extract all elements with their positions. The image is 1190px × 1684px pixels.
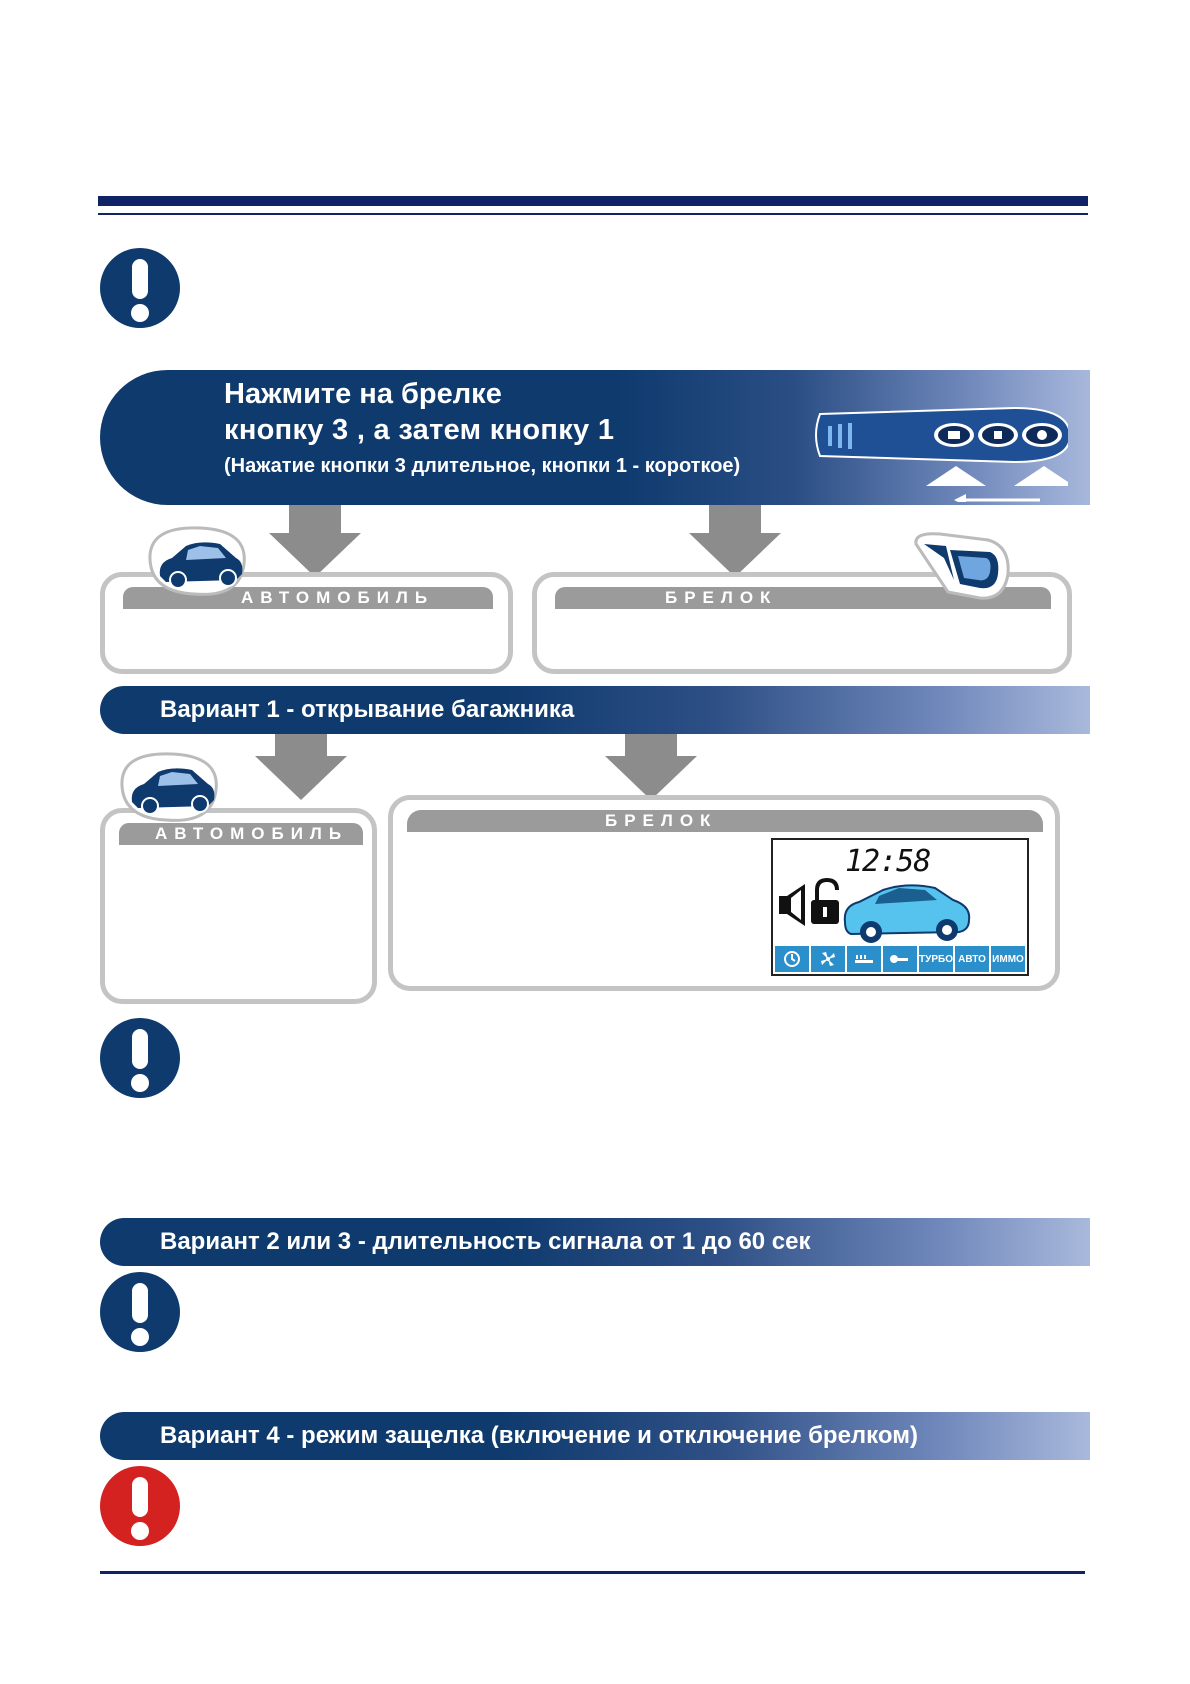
lcd-strip-immo: ИММО: [991, 946, 1025, 972]
fob-button-2-icon: [978, 423, 1018, 447]
key-fob-illustration: [815, 406, 1068, 502]
variant-2-3-header: Вариант 2 или 3 - длительность сигнала о…: [100, 1218, 1090, 1266]
warning-icon: [100, 1018, 180, 1098]
lcd-status-strip: ТУРБО АВТО ИММО: [775, 946, 1025, 972]
fob-button-1-icon: [934, 423, 974, 447]
car-icon: [843, 884, 971, 943]
variant-1-car-label: АВТОМОБИЛЬ: [119, 823, 363, 845]
siren-icon: [779, 884, 805, 926]
lcd-strip-auto: АВТО: [955, 946, 989, 972]
warning-icon: [100, 248, 180, 328]
variant-2-3-title: Вариант 2 или 3 - длительность сигнала о…: [160, 1228, 811, 1255]
fob-lcd-display: 12:58: [771, 838, 1029, 976]
header-rule-thick: [98, 196, 1088, 206]
lcd-time: 12:58: [845, 844, 931, 879]
lock-open-icon: [811, 877, 839, 924]
warning-icon: [100, 1272, 180, 1352]
down-arrow-icon: [255, 756, 347, 800]
down-arrow-icon: [689, 533, 781, 577]
variant-4-header: Вариант 4 - режим защелка (включение и о…: [100, 1412, 1090, 1460]
clock-icon: [775, 946, 809, 972]
arrow-stem: [625, 734, 677, 758]
key-fob-icon: [914, 532, 1010, 600]
fob-box-label: БРЕЛОК: [555, 587, 1051, 609]
lcd-strip-turbo: ТУРБО: [919, 946, 953, 972]
arrow-stem: [289, 505, 341, 535]
level-icon: [847, 946, 881, 972]
variant-4-title: Вариант 4 - режим защелка (включение и о…: [160, 1422, 918, 1449]
lcd-status-graphics: [779, 877, 971, 943]
alert-icon: [100, 1466, 180, 1546]
car-icon: [120, 752, 218, 822]
footer-rule: [100, 1571, 1085, 1574]
banner-line-3: (Нажатие кнопки 3 длительное, кнопки 1 -…: [224, 455, 741, 477]
variant-1-title: Вариант 1 - открывание багажника: [160, 696, 575, 723]
fob-result-box: БРЕЛОК: [532, 572, 1072, 674]
variant-1-header: Вариант 1 - открывание багажника: [100, 686, 1090, 734]
variant-1-fob-label: БРЕЛОК: [407, 810, 1043, 832]
instruction-banner: Нажмите на брелке кнопку 3 , а затем кно…: [100, 370, 1090, 505]
banner-line-2: кнопку 3 , а затем кнопку 1: [224, 414, 615, 446]
car-icon: [148, 526, 246, 596]
down-arrow-icon: [605, 756, 697, 800]
arrow-stem: [275, 734, 327, 758]
banner-line-1: Нажмите на брелке: [224, 378, 502, 410]
fan-icon: [811, 946, 845, 972]
down-arrow-icon: [269, 533, 361, 577]
variant-1-car-box: АВТОМОБИЛЬ: [100, 808, 377, 1004]
header-rule-thin: [98, 213, 1088, 215]
arrow-stem: [709, 505, 761, 535]
fob-button-3-icon: [1022, 423, 1062, 447]
wrench-icon: [883, 946, 917, 972]
